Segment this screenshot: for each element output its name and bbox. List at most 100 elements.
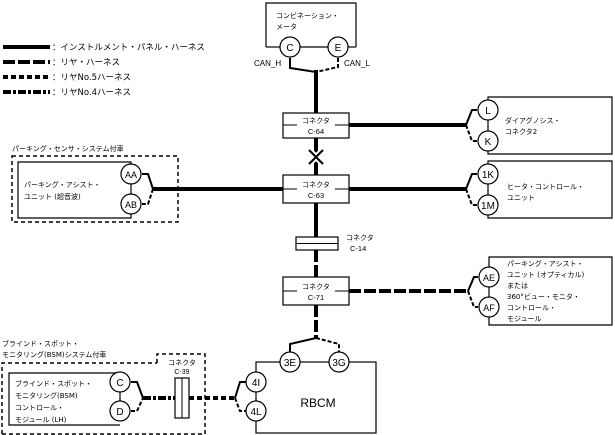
parking-pin-ab: AB (125, 200, 137, 210)
wire-diag-k (465, 124, 477, 142)
wire-bsm-d (131, 397, 144, 412)
optical-pin-af: AF (483, 303, 495, 313)
parking-assist-sonar-box (17, 161, 132, 219)
connector-c63: コネクタ C-63 (282, 174, 350, 204)
parking-sensor-system-group: パーキング・センサ・システム付車 AA AB パーキング・アシスト・ ユニット … (11, 144, 179, 223)
heater-control-unit: 1K 1M ヒータ・コントロール・ ユニット (477, 160, 613, 219)
connector-c14: コネクタ C-14 (295, 233, 374, 253)
wire-rbcm-3e (289, 337, 317, 352)
optical-label-line2: ユニット (オプティカル) (507, 271, 585, 279)
meter-label-line2: メータ (276, 22, 297, 31)
meter-pin-e: E (335, 43, 342, 54)
rbcm-pin-4l: 4L (250, 407, 262, 418)
diagnosis-pin-l-circle (477, 99, 499, 121)
combination-meter: コンビネーション・ メータ C E CAN_H CAN_L (254, 2, 370, 68)
rbcm-pin-3g: 3G (332, 358, 346, 369)
connector-c71: コネクタ C-71 (282, 276, 350, 306)
wire-meter-can-h (289, 58, 317, 73)
wire-optical-af (467, 290, 478, 308)
heater-label-line2: ユニット (507, 194, 535, 202)
can-h-label: CAN_H (254, 59, 281, 68)
connector-c39-code: C-39 (174, 369, 189, 376)
bsm-group-label-line2: モニタリング(BSM)システム付車 (2, 350, 106, 359)
meter-pin-e-circle (327, 36, 349, 58)
diagnosis-pin-k: K (485, 137, 492, 148)
wire-diag-l (465, 109, 477, 126)
wire-optical-ae (467, 276, 478, 292)
optical-label-line5: コントロール・ (507, 304, 556, 312)
heater-pin-1k-circle (477, 163, 499, 185)
rbcm-box (255, 361, 377, 434)
bsm-pin-d: D (116, 407, 123, 418)
optical-label-line1: パーキング・アシスト・ (507, 259, 584, 268)
wire-parking-aa (142, 173, 154, 190)
heater-pin-1m: 1M (481, 201, 495, 212)
parking-pin-aa-circle (120, 163, 142, 185)
parking-sonar-label-line1: パーキング・アシスト・ (24, 180, 101, 189)
legend: ：インストルメント・パネル・ハーネス ：リヤ・ハーネス ：リヤNo.5ハーネス … (3, 43, 205, 98)
wire-heater-1m (465, 188, 477, 206)
optical-pin-af-circle (478, 296, 500, 318)
rbcm: 3E 3G 4I 4L RBCM (245, 351, 377, 434)
bsm-label-line1: ブラインド・スポット・ (15, 379, 92, 388)
bsm-label-line3: コントロール・ (15, 404, 64, 412)
diagnosis-connector-box (487, 96, 613, 155)
meter-label-line1: コンビネーション・ (276, 11, 339, 20)
heater-control-unit-box (487, 160, 613, 219)
rbcm-pin-3g-circle (328, 351, 350, 373)
optical-pin-ae: AE (483, 273, 495, 283)
connector-c14-code: C-14 (350, 244, 366, 253)
rbcm-pin-4i-circle (245, 371, 267, 393)
bsm-pin-c-circle (109, 371, 131, 393)
wire-rbcm-4i (234, 381, 246, 399)
connector-c39-title: コネクタ (168, 358, 196, 367)
bsm-system-group: ブラインド・スポット・ モニタリング(BSM)システム付車 C D ブラインド・… (1, 339, 206, 435)
connector-c71-code: C-71 (308, 293, 324, 302)
parking-optical-box (488, 256, 613, 326)
meter-pin-c: C (286, 43, 293, 54)
bsm-pin-c: C (116, 378, 123, 389)
wire-parking-ab (142, 188, 154, 205)
parking-sensor-group-label: パーキング・センサ・システム付車 (12, 144, 124, 153)
wire-rbcm-4l (234, 397, 246, 412)
parking-optical-unit: AE AF パーキング・アシスト・ ユニット (オプティカル) または 360°… (478, 256, 613, 326)
legend-label-rear: ：リヤ・ハーネス (52, 58, 120, 68)
bsm-label-line2: モニタリング(BSM) (15, 391, 78, 400)
optical-label-line6: モジュール (507, 315, 542, 323)
bsm-module-box (8, 372, 120, 426)
connector-c63-code: C-63 (308, 191, 324, 200)
heater-label-line1: ヒータ・コントロール・ (507, 182, 584, 191)
wire-rbcm-3g (315, 337, 340, 352)
diagnosis-label-line1: ダイアグノシス・ (505, 116, 561, 125)
bsm-label-line4: モジュール (LH) (15, 416, 67, 424)
connector-c63-title: コネクタ (302, 180, 330, 189)
optical-pin-ae-circle (478, 266, 500, 288)
combination-meter-box (265, 2, 357, 47)
connector-c39: コネクタ C-39 (168, 358, 196, 419)
rbcm-label: RBCM (300, 396, 335, 410)
legend-label-rear-no4: ：リヤNo.4ハーネス (52, 88, 131, 98)
rbcm-pin-4i: 4I (252, 378, 260, 389)
rbcm-pin-4l-circle (245, 400, 267, 422)
connector-c64-code: C-64 (308, 127, 324, 136)
heater-pin-1m-circle (477, 194, 499, 216)
break-marker-icon (306, 147, 326, 167)
bsm-group-dashed-box (1, 353, 206, 435)
legend-label-rear-no5: ：リヤNo.5ハーネス (52, 73, 131, 83)
legend-label-instrument-panel: ：インストルメント・パネル・ハーネス (52, 43, 205, 53)
bsm-pin-d-circle (109, 400, 131, 422)
wire-heater-1k (465, 173, 477, 190)
parking-sensor-group-dashed-box (11, 155, 179, 223)
rbcm-pin-3e-circle (279, 351, 301, 373)
connector-c71-title: コネクタ (302, 282, 330, 291)
can-l-label: CAN_L (344, 59, 370, 68)
parking-sonar-label-line2: ユニット (超音波) (24, 192, 81, 201)
diagnosis-connector: L K ダイアグノシス・ コネクタ2 (477, 96, 613, 155)
connector-c64: コネクタ C-64 (282, 112, 350, 139)
bsm-group-label-line1: ブラインド・スポット・ (2, 339, 79, 348)
connector-c14-title: コネクタ (346, 233, 374, 242)
rbcm-pin-3e: 3E (284, 358, 297, 369)
wire-bsm-c (131, 381, 144, 399)
optical-label-line3: または (507, 282, 528, 290)
